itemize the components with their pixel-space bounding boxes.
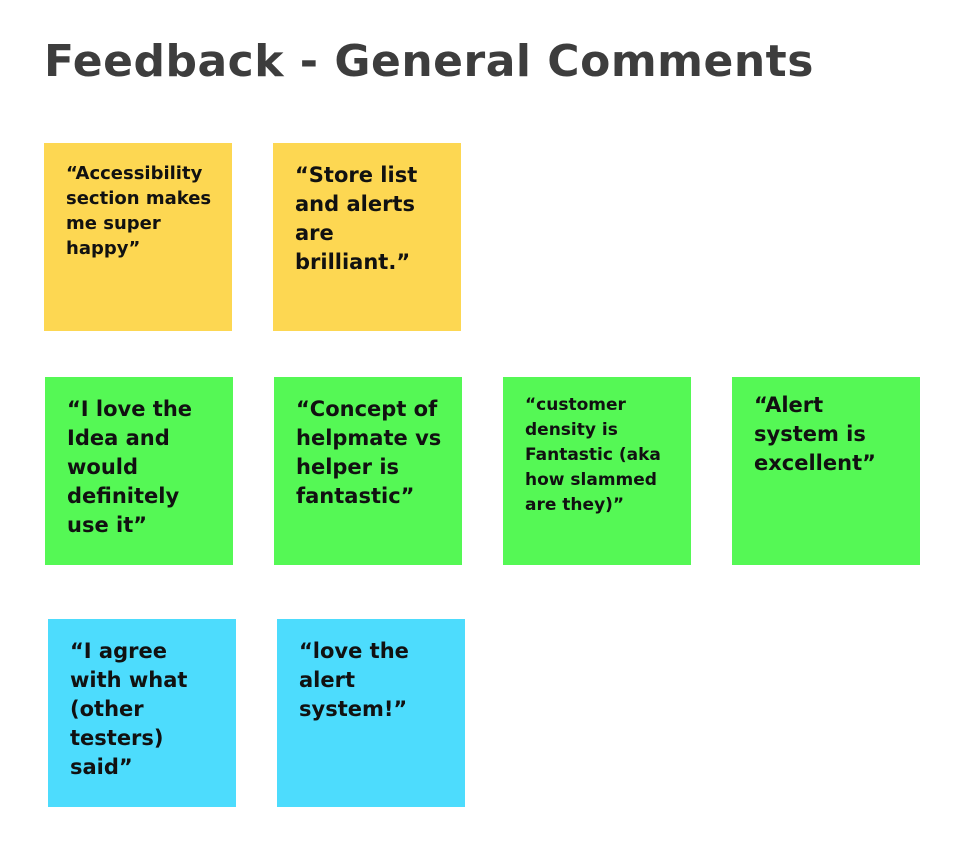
sticky-note[interactable]: “Alert system is excellent” (732, 377, 920, 565)
sticky-note-text: “Alert system is excellent” (754, 393, 876, 475)
sticky-note[interactable]: “I love the Idea and would definitely us… (45, 377, 233, 565)
sticky-note-text: “I love the Idea and would definitely us… (67, 397, 193, 537)
sticky-note[interactable]: “Concept of helpmate vs helper is fantas… (274, 377, 462, 565)
sticky-note-text: “love the alert system!” (299, 639, 409, 721)
sticky-note-text: “Concept of helpmate vs helper is fantas… (296, 397, 442, 508)
sticky-note[interactable]: “love the alert system!” (277, 619, 465, 807)
sticky-note-text: “I agree with what (other testers) said” (70, 639, 188, 779)
sticky-note[interactable]: “customer density is Fantastic (aka how … (503, 377, 691, 565)
sticky-note-text: “customer density is Fantastic (aka how … (525, 395, 661, 515)
sticky-note[interactable]: “Accessibility section makes me super ha… (44, 143, 232, 331)
sticky-note-text: “Accessibility section makes me super ha… (66, 163, 212, 259)
sticky-note[interactable]: “Store list and alerts are brilliant.” (273, 143, 461, 331)
sticky-note-text: “Store list and alerts are brilliant.” (295, 163, 418, 274)
sticky-note[interactable]: “I agree with what (other testers) said” (48, 619, 236, 807)
page-title: Feedback - General Comments (44, 36, 814, 87)
